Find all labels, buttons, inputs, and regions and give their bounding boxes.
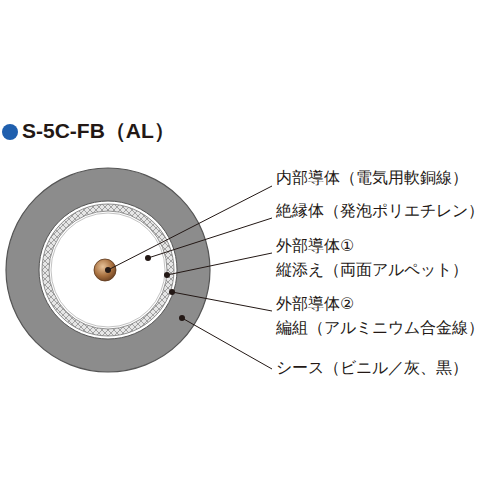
braid-layer [42, 204, 174, 336]
part-label: 外部導体① [276, 236, 354, 255]
insulation [51, 213, 165, 327]
part-label: 縦添え（両面アルペット） [276, 260, 468, 279]
sheath [6, 168, 210, 372]
diagram-title: S-5C-FB（AL） [22, 118, 175, 143]
part-label: 内部導体（電気用軟銅線） [276, 168, 468, 187]
part-label: 外部導体② [276, 294, 354, 313]
inner-conductor [94, 259, 116, 281]
part-label: シース（ビニル／灰、黒） [276, 358, 468, 377]
foil-inner [49, 211, 167, 329]
leader-dots [105, 255, 185, 321]
part-label: 絶縁体（発泡ポリエチレン） [276, 201, 484, 220]
bullet-dot [2, 124, 18, 140]
foil-layer [39, 201, 177, 339]
leader-lines [108, 186, 272, 369]
part-label: 編組（アルミニウム合金線） [276, 318, 484, 337]
